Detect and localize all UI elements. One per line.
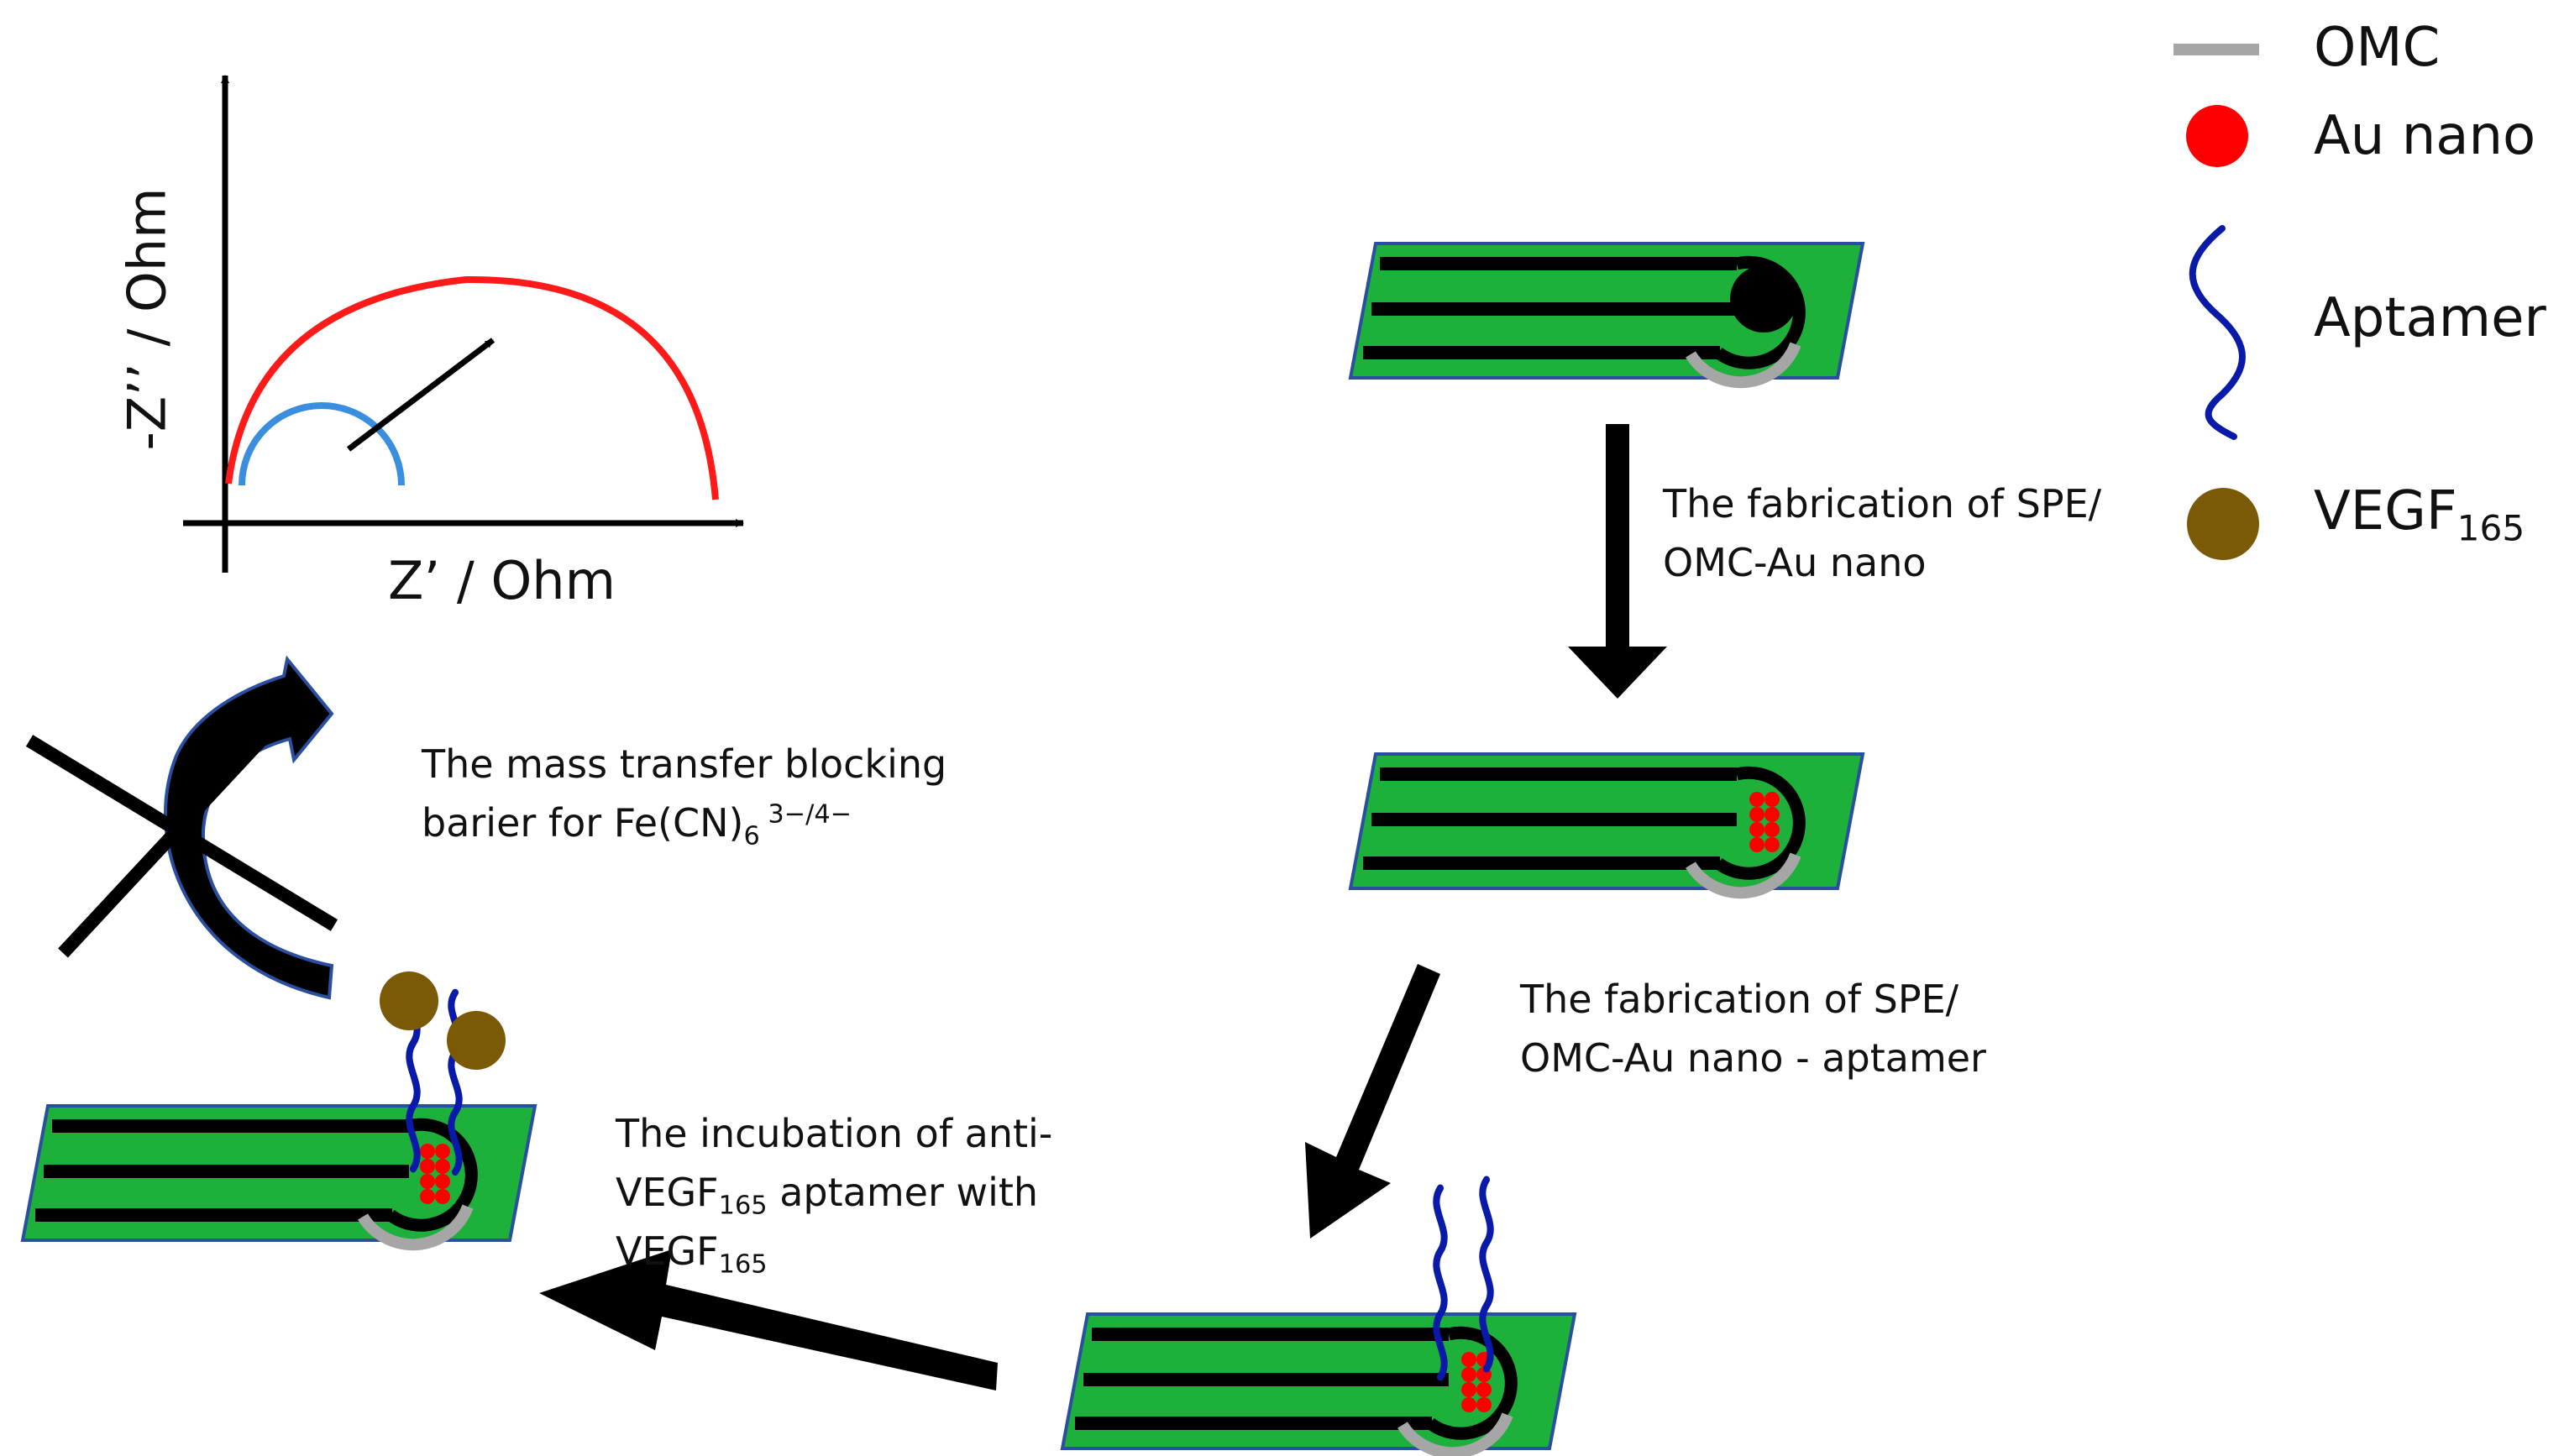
blocking-label: The mass transfer blocking barier for Fe… — [422, 735, 946, 852]
legend-symbols — [2173, 44, 2259, 560]
step3-line2: VEGF165 aptamer with — [616, 1163, 1052, 1222]
nyquist-plot — [183, 75, 744, 573]
electrode-omc-au — [1350, 751, 1863, 893]
arrow-step2 — [1305, 964, 1440, 1239]
blocked-arrow — [25, 655, 338, 1000]
legend-vegf-sub: 165 — [2457, 507, 2525, 549]
vegf-swatch — [2187, 488, 2259, 560]
blocking-line2-sup: 3−/4− — [759, 799, 852, 830]
curved-arrow — [164, 655, 334, 1000]
legend-au-nano-label: Au nano — [2314, 105, 2536, 167]
legend-omc-label: OMC — [2314, 17, 2441, 79]
nyquist-y-label: -Z’’ / Ohm — [116, 187, 178, 451]
legend-vegf-base: VEGF — [2314, 480, 2457, 542]
nyquist-curve-after — [225, 275, 719, 500]
step1-line1: The fabrication of SPE/ — [1663, 481, 2102, 526]
step3-line3-sub: 165 — [718, 1249, 768, 1280]
electrode-bare — [1350, 240, 1863, 382]
vegf-molecule — [380, 972, 438, 1030]
cross-line-2 — [58, 704, 295, 958]
step1-line2: OMC-Au nano — [1663, 540, 1927, 585]
blocking-line2-base: barier for Fe(CN) — [422, 800, 744, 846]
nyquist-curve-before — [239, 402, 405, 486]
blocking-line2-sub: 6 — [743, 821, 760, 851]
step2-line2: OMC-Au nano - aptamer — [1520, 1035, 1986, 1081]
blocking-line1: The mass transfer blocking — [422, 741, 947, 787]
step2-line1: The fabrication of SPE/ — [1520, 977, 1959, 1022]
step3-label: The incubation of anti- VEGF165 aptamer … — [616, 1104, 1052, 1281]
vegf-molecule — [447, 1011, 506, 1070]
legend-aptamer-label: Aptamer — [2314, 287, 2546, 349]
step1-label: The fabrication of SPE/ OMC-Au nano — [1663, 474, 2101, 592]
step3-line2-base: VEGF — [616, 1170, 719, 1215]
nyquist-x-label: Z’ / Ohm — [388, 550, 616, 611]
step3-line2-rest: aptamer with — [767, 1170, 1039, 1215]
legend-vegf-label: VEGF165 — [2314, 480, 2525, 546]
step3-line1: The incubation of anti- — [616, 1111, 1053, 1156]
step2-label: The fabrication of SPE/ OMC-Au nano - ap… — [1520, 970, 1986, 1087]
au-nano-swatch — [2186, 105, 2248, 167]
blocking-line2: barier for Fe(CN)6 3−/4− — [422, 793, 946, 852]
step3-line2-sub: 165 — [718, 1191, 768, 1221]
arrow-step3 — [539, 1249, 998, 1391]
electrode-aptamer-vegf — [23, 972, 535, 1244]
working-electrode — [1730, 265, 1797, 333]
step3-line3: VEGF165 — [616, 1222, 1052, 1281]
process-arrows — [539, 424, 1667, 1391]
increase-arrow — [346, 338, 495, 452]
aptamer-swatch — [2189, 225, 2246, 440]
arrow-step1 — [1568, 424, 1667, 699]
step3-line3-base: VEGF — [616, 1228, 719, 1274]
